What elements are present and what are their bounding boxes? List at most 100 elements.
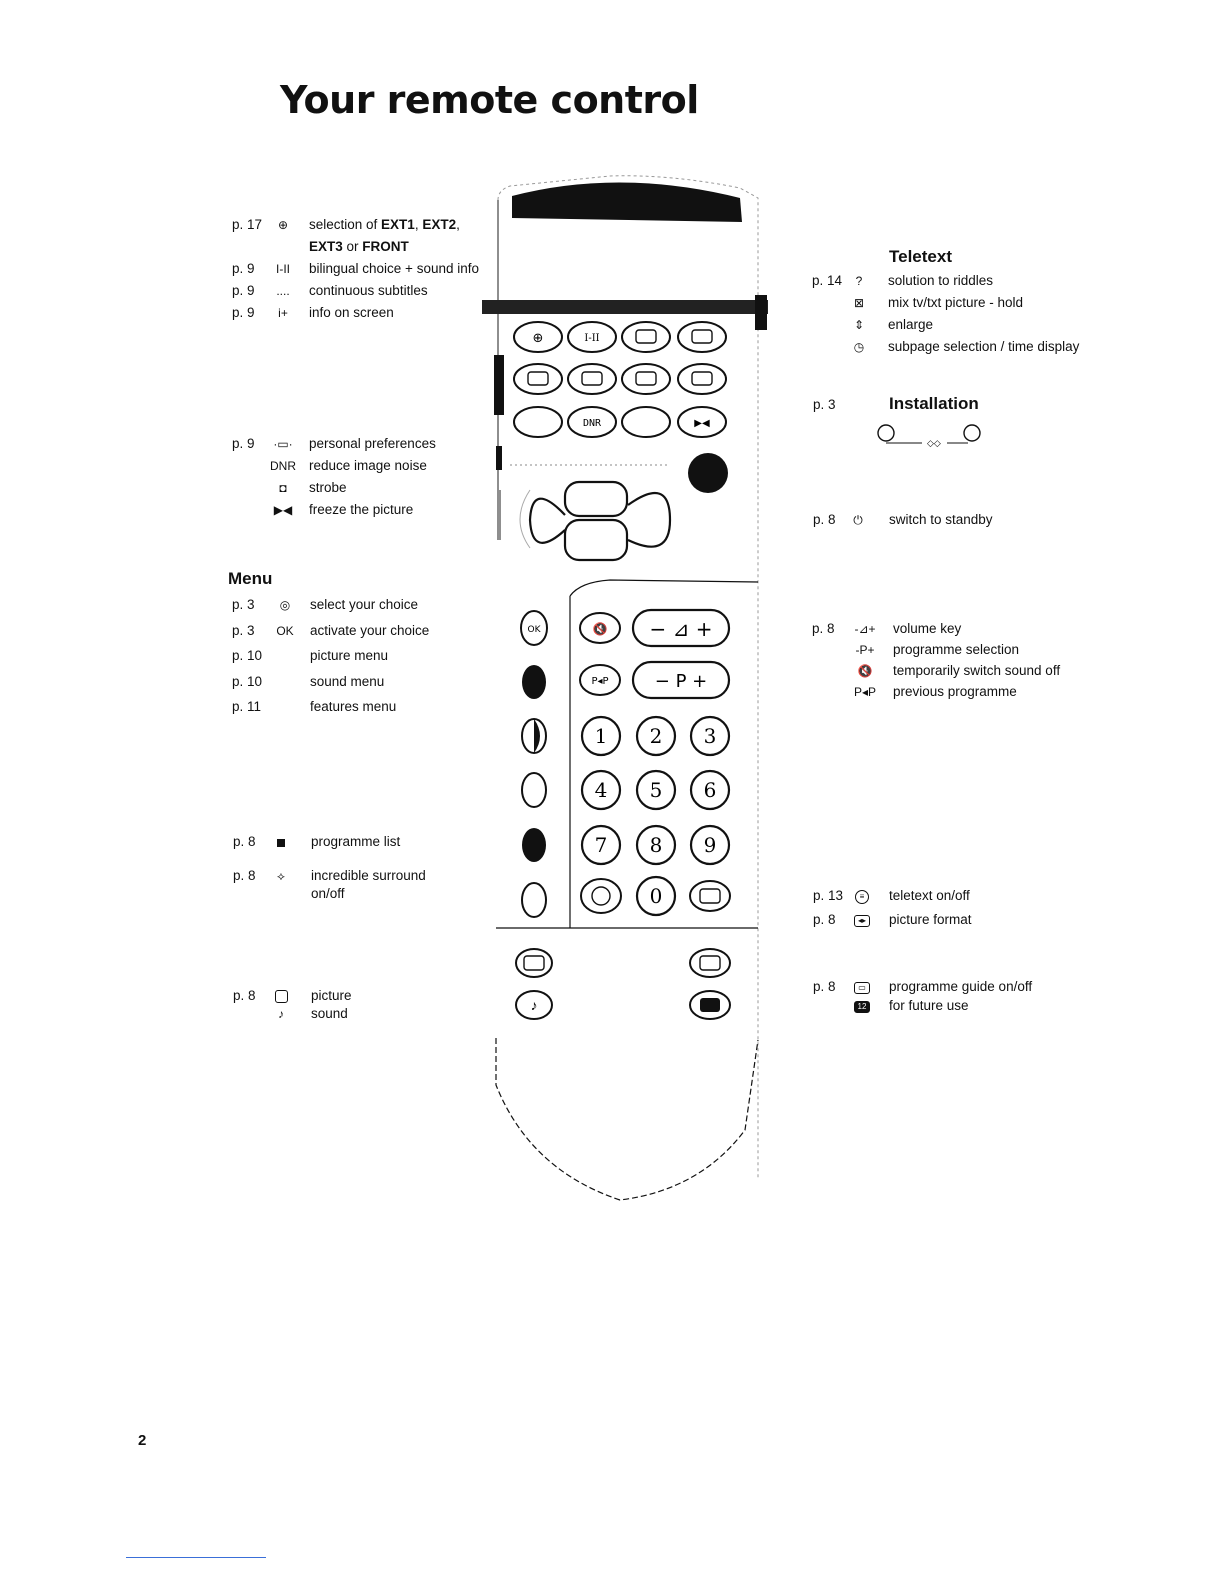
top-button-row: ⊕ I-II: [513, 321, 727, 353]
digit-label: 8: [650, 833, 663, 857]
digit-label: 3: [704, 724, 717, 748]
picture-icon: [266, 987, 296, 1005]
dnr-key-label: DNR: [583, 418, 602, 429]
standby-button: [688, 453, 728, 493]
page-ref: p. 9: [232, 305, 255, 320]
volume-item-label: previous programme: [893, 684, 1017, 699]
digit-label: 9: [704, 833, 717, 857]
mix-icon: ⊠: [853, 296, 865, 310]
digit-label: 2: [650, 724, 663, 748]
programme-list-icon: [266, 833, 296, 851]
svg-text:⊕: ⊕: [533, 331, 544, 346]
page-ref: p. 10: [232, 673, 263, 689]
svg-text:🔇: 🔇: [593, 622, 608, 636]
source-item-label: continuous subtitles: [309, 283, 428, 298]
menu-item-label: sound menu: [310, 673, 385, 689]
digit-key-9: [689, 824, 731, 866]
volume-item-label: temporarily switch sound off: [893, 663, 1061, 678]
remote-control-illustration: ⊕ I-II DNR ▶◀: [482, 175, 768, 1201]
page-ref: p. 8: [813, 912, 836, 927]
source-item-label: EXT3 or FRONT: [309, 239, 409, 254]
menu-heading: Menu: [228, 569, 273, 588]
page-number: 2: [138, 1432, 147, 1449]
volume-key-label: − ⊿ +: [650, 617, 713, 641]
surround-icon: ⟡: [277, 869, 285, 883]
svg-text:♪: ♪: [531, 997, 538, 1013]
programme-select-icon: -P+: [855, 643, 875, 657]
bilingual-icon: I-II: [276, 262, 290, 276]
picture-label: picture: [311, 988, 352, 1003]
cursor-icon: ◎: [279, 598, 291, 612]
source-item-label: info on screen: [309, 305, 394, 320]
previous-programme-icon: P◂P: [853, 685, 877, 699]
digit-key-3: [689, 715, 731, 757]
installation-heading: Installation: [889, 394, 979, 413]
digit-key-6: [689, 769, 731, 811]
picture-item-label: personal preferences: [309, 436, 436, 451]
menu-item-label: activate your choice: [310, 622, 430, 638]
dnr-icon: DNR: [270, 459, 296, 473]
programme-guide-label: programme guide on/off: [889, 979, 1033, 994]
page-ref: p. 8: [233, 988, 256, 1003]
page-ref: p. 9: [232, 436, 255, 451]
digit-label: 7: [595, 833, 608, 857]
picture-item-label: freeze the picture: [309, 502, 414, 517]
mute-icon: 🔇: [857, 664, 873, 678]
page-ref: p. 10: [232, 648, 263, 663]
standby-label: switch to standby: [889, 512, 993, 527]
digit-label: 0: [650, 884, 663, 908]
digit-key-4: [580, 769, 622, 811]
volume-key-icon: -⊿+: [854, 622, 876, 636]
page-ref: p. 17: [232, 217, 263, 232]
page-ref: p. 8: [233, 834, 256, 849]
page-ref: p. 13: [813, 888, 844, 903]
teletext-heading: Teletext: [889, 247, 952, 266]
cursor-keys: [528, 480, 672, 562]
programme-list-label: programme list: [311, 834, 401, 849]
page-ref: p. 8: [233, 868, 256, 883]
page-ref: p. 11: [232, 699, 262, 714]
teletext-onoff-label: teletext on/off: [889, 888, 970, 903]
page-ref: p. 3: [232, 622, 255, 638]
page-ref: p. 3: [813, 397, 836, 412]
svg-text:◇◇: ◇◇: [927, 439, 941, 449]
page-ref: p. 8: [813, 512, 836, 527]
menu-buttons-column: OK ♪: [515, 610, 553, 1020]
teletext-button-row: [513, 363, 727, 395]
menu-item-label: select your choice: [310, 597, 419, 612]
digit-key-5: [635, 769, 677, 811]
teletext-item-label: mix tv/txt picture - hold: [888, 295, 1024, 310]
page-title: Your remote control: [280, 78, 699, 122]
page-ref: p. 9: [232, 283, 255, 298]
surround-label-2: on/off: [311, 886, 345, 901]
sound-icon: ♪: [278, 1007, 284, 1021]
digit-key-0: [635, 875, 677, 917]
teletext-item-label: enlarge: [888, 317, 934, 332]
strobe-icon: ◘: [279, 481, 287, 495]
page-ref: p. 8: [812, 621, 835, 636]
future-use-label: for future use: [889, 998, 969, 1013]
page-ref: p. 9: [232, 261, 255, 276]
future-use-icon: 12: [847, 997, 877, 1015]
volume-programme-keys: 🔇 − ⊿ + P◂P − P +: [579, 608, 731, 700]
teletext-icon: ≡: [847, 887, 877, 905]
pp-key-label: P◂P: [591, 676, 608, 687]
digit-key-7: [580, 824, 622, 866]
enlarge-icon: ⇕: [853, 318, 865, 332]
teletext-item-label: solution to riddles: [888, 273, 994, 288]
volume-item-label: volume key: [893, 621, 962, 636]
subpage-icon: ◷: [853, 340, 865, 354]
sound-label: sound: [311, 1006, 348, 1021]
riddle-icon: ?: [855, 274, 863, 288]
volume-item-label: programme selection: [893, 642, 1020, 657]
digit-key-2: [635, 715, 677, 757]
page-ref: p. 3: [232, 597, 255, 612]
power-icon: ⏻: [853, 513, 863, 527]
page-ref: p. 14: [812, 273, 843, 288]
page-ref: p. 8: [813, 979, 836, 994]
picture-item-label: strobe: [309, 480, 347, 495]
digit-label: 5: [650, 778, 663, 802]
teletext-item-label: subpage selection / time display: [888, 339, 1080, 354]
bilingual-key-label: I-II: [584, 333, 599, 344]
